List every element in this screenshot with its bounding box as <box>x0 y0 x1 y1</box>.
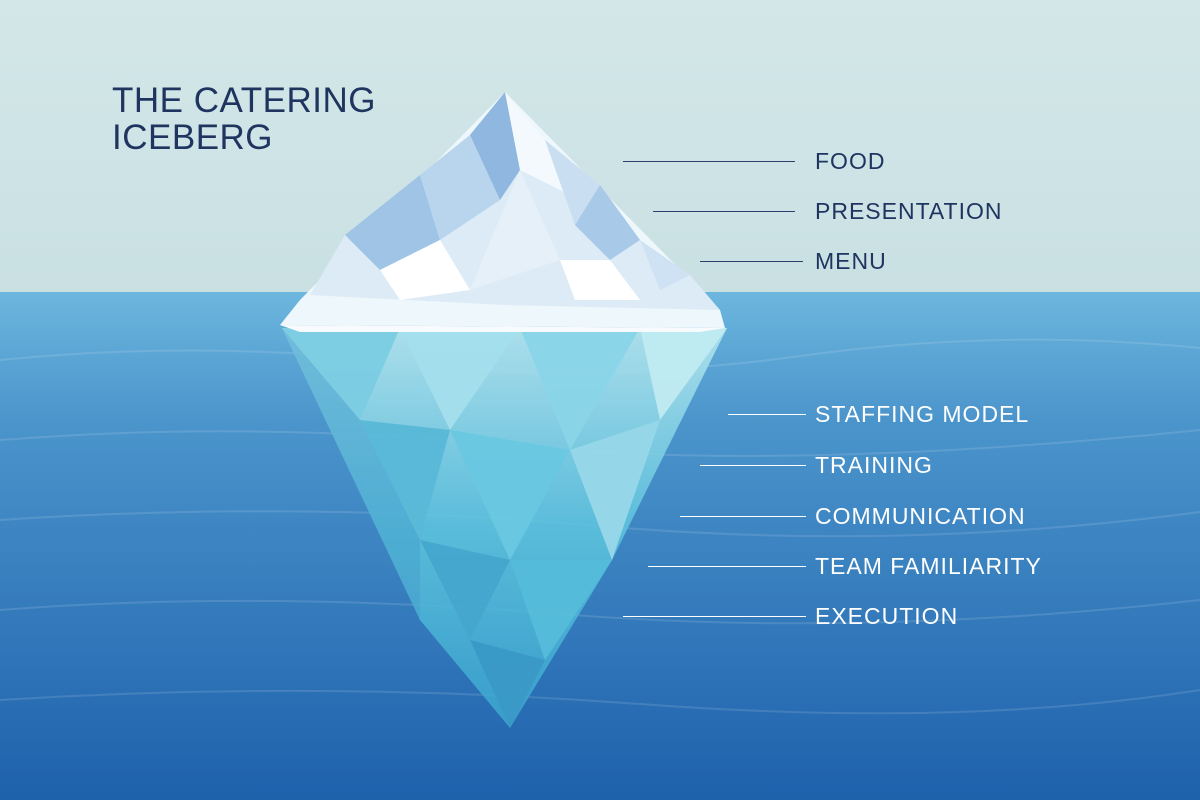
title-line-2: ICEBERG <box>112 118 274 157</box>
leader-line-execution <box>623 616 806 617</box>
leader-line-training <box>700 465 806 466</box>
label-staffing-model: STAFFING MODEL <box>815 401 1030 427</box>
leader-line-food <box>623 161 795 162</box>
label-team-familiarity: TEAM FAMILIARITY <box>815 553 1042 579</box>
label-menu: MENU <box>815 248 887 274</box>
leader-line-communication <box>680 516 806 517</box>
leader-line-menu <box>700 261 803 262</box>
leader-line-team-familiarity <box>648 566 806 567</box>
page-title: THE CATERING ICEBERG <box>112 82 376 156</box>
leader-line-presentation <box>653 211 795 212</box>
label-presentation: PRESENTATION <box>815 198 1003 224</box>
underwater-iceberg <box>282 328 727 728</box>
label-food: FOOD <box>815 148 886 174</box>
leader-line-staffing-model <box>728 414 806 415</box>
label-communication: COMMUNICATION <box>815 503 1026 529</box>
label-execution: EXECUTION <box>815 603 959 629</box>
above-water-iceberg <box>280 92 725 332</box>
label-training: TRAINING <box>815 452 933 478</box>
title-line-1: THE CATERING <box>112 81 376 120</box>
